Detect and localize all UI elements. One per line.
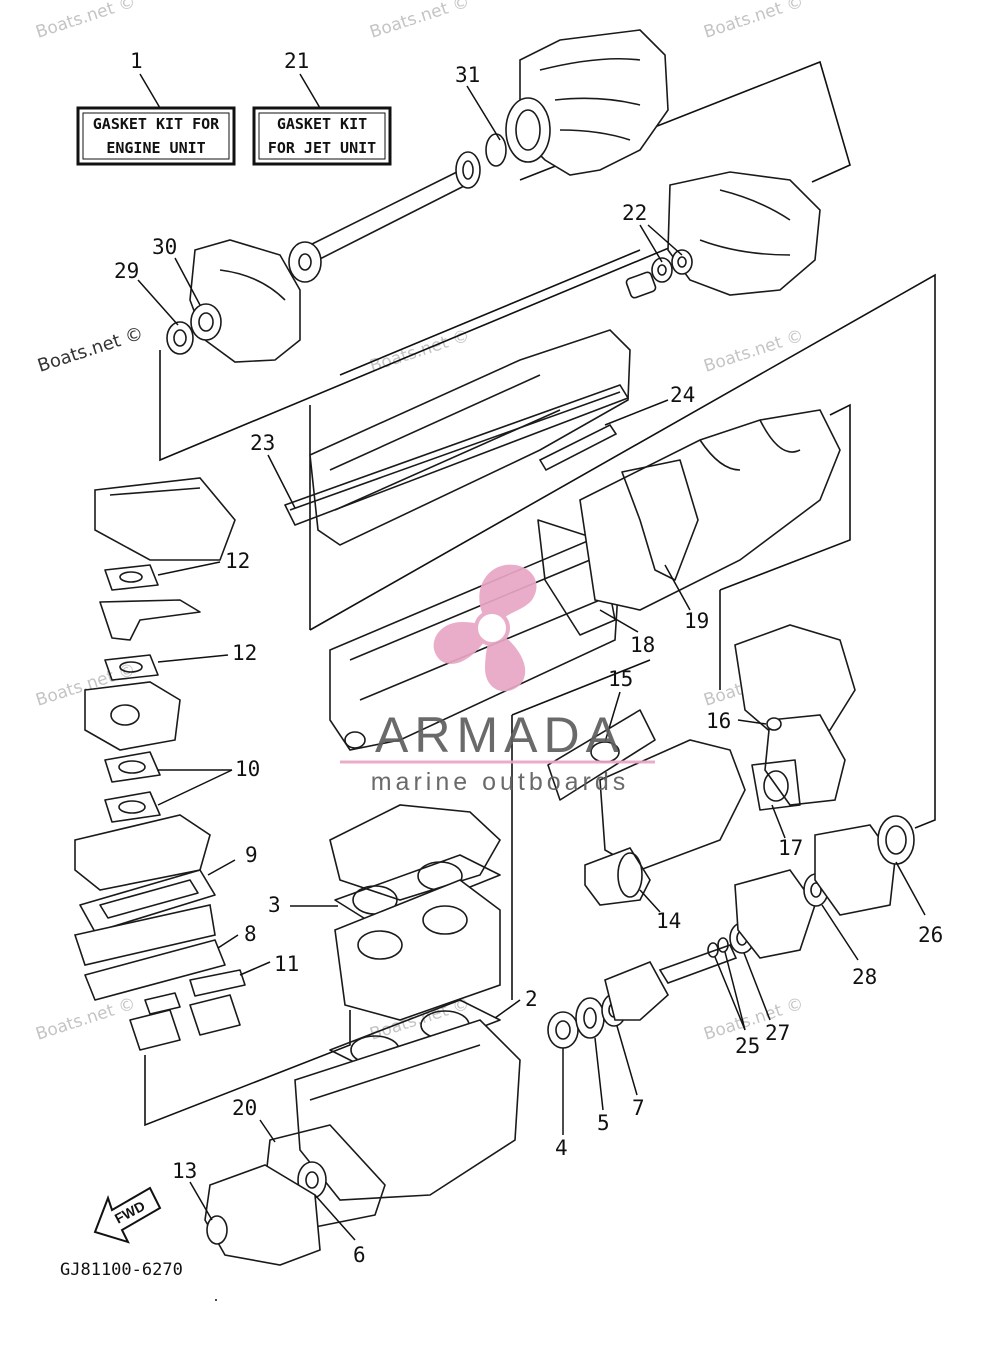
callout-number: 5 bbox=[597, 1111, 610, 1135]
o-rings-25 bbox=[707, 937, 729, 958]
fwd-arrow-icon: FWD bbox=[93, 1186, 162, 1244]
callout-number: 6 bbox=[353, 1243, 366, 1267]
callout-number: 12 bbox=[232, 641, 257, 665]
kit-box-line1: GASKET KIT bbox=[277, 115, 367, 133]
gasket-19 bbox=[621, 459, 699, 581]
propeller-icon bbox=[433, 564, 537, 692]
intake-flange bbox=[99, 599, 201, 641]
water-lock bbox=[734, 624, 856, 806]
callout-number: 27 bbox=[765, 1021, 790, 1045]
callout-number: 16 bbox=[706, 709, 731, 733]
gasket-17 bbox=[751, 759, 801, 811]
gasket-23 bbox=[284, 384, 629, 526]
crankcase bbox=[294, 1019, 521, 1201]
exhaust-pipe bbox=[579, 409, 841, 611]
gasket-11 bbox=[144, 969, 246, 1015]
armada-logo: ARMADA marine outboards bbox=[340, 564, 655, 796]
reed-valve-block bbox=[73, 904, 216, 966]
kit-box-line2: ENGINE UNIT bbox=[106, 139, 205, 157]
callout-number: 25 bbox=[735, 1034, 760, 1058]
callout-number: 13 bbox=[172, 1159, 197, 1183]
watermark-site: Boats.net © bbox=[701, 0, 806, 43]
callout-number: 30 bbox=[152, 235, 177, 259]
callout-number: 4 bbox=[555, 1136, 568, 1160]
watermark-site: Boats.net © bbox=[35, 323, 146, 377]
gasket-12-upper bbox=[104, 564, 159, 591]
callout-number: 28 bbox=[852, 965, 877, 989]
gasket-9 bbox=[79, 869, 216, 933]
bearing-22 bbox=[625, 249, 693, 299]
callout-number: 26 bbox=[918, 923, 943, 947]
watermark-site: Boats.net © bbox=[33, 0, 138, 43]
callout-number: 22 bbox=[622, 201, 647, 225]
coupler-housing bbox=[189, 239, 301, 363]
callout-number: 8 bbox=[244, 922, 257, 946]
callout-numbers: 31 22 30 29 23 24 12 12 10 9 8 11 3 2 4 … bbox=[114, 63, 943, 1267]
gasket-8 bbox=[84, 939, 226, 1001]
callout-number: 1 bbox=[130, 49, 143, 73]
kit-box-engine: 1 GASKET KIT FOR ENGINE UNIT bbox=[76, 49, 236, 166]
muffler bbox=[599, 739, 746, 871]
callout-number: 10 bbox=[235, 757, 260, 781]
gasket-24 bbox=[538, 423, 618, 472]
armada-brand: ARMADA bbox=[375, 707, 625, 763]
cylinder-head-cover bbox=[329, 804, 502, 901]
callout-number: 7 bbox=[632, 1096, 645, 1120]
air-silencer-cover bbox=[94, 477, 236, 561]
exhaust-joint bbox=[584, 847, 651, 906]
diagram-code: GJ81100-6270 bbox=[60, 1260, 183, 1280]
watermark-site: Boats.net © bbox=[33, 994, 138, 1045]
callout-number: 23 bbox=[250, 431, 275, 455]
callout-number: 11 bbox=[274, 952, 299, 976]
callout-number: 31 bbox=[455, 63, 480, 87]
gasket-10 bbox=[104, 751, 161, 823]
callout-number: 17 bbox=[778, 836, 803, 860]
callout-number: 19 bbox=[684, 609, 709, 633]
callout-number: 20 bbox=[232, 1096, 257, 1120]
bearing-housing bbox=[734, 869, 816, 959]
watermark-site: Boats.net © bbox=[701, 326, 806, 377]
callout-number: 2 bbox=[525, 987, 538, 1011]
kit-box-jet: 21 GASKET KIT FOR JET UNIT bbox=[252, 49, 392, 166]
impeller-housing bbox=[667, 171, 821, 296]
intake-manifold bbox=[74, 814, 211, 891]
watermark-site: Boats.net © bbox=[367, 0, 472, 43]
clamp-16 bbox=[766, 717, 782, 731]
gasket-13 bbox=[206, 1215, 228, 1245]
carburetor bbox=[84, 681, 181, 751]
seal-29-30 bbox=[166, 303, 222, 355]
seal-housing-26 bbox=[814, 815, 915, 916]
callout-number: 29 bbox=[114, 259, 139, 283]
callout-number: 12 bbox=[225, 549, 250, 573]
group-frames bbox=[144, 60, 936, 1127]
callout-number: 9 bbox=[245, 843, 258, 867]
exhaust-chamber bbox=[309, 329, 631, 546]
gasket-12-lower bbox=[104, 654, 159, 681]
reed-valves bbox=[129, 994, 241, 1051]
callout-number: 21 bbox=[284, 49, 309, 73]
callout-number: 18 bbox=[630, 633, 655, 657]
cylinder-block bbox=[334, 879, 501, 1021]
callout-number: 24 bbox=[670, 383, 695, 407]
kit-box-line1: GASKET KIT FOR bbox=[93, 115, 220, 133]
callout-number: 15 bbox=[608, 667, 633, 691]
kit-box-line2: FOR JET UNIT bbox=[268, 139, 376, 157]
callout-number: 14 bbox=[656, 909, 681, 933]
callout-number: 3 bbox=[268, 893, 281, 917]
callout-leaders bbox=[137, 85, 926, 1241]
jet-pump-housing bbox=[505, 29, 669, 176]
drive-shaft bbox=[288, 151, 481, 283]
armada-tagline: marine outboards bbox=[371, 768, 630, 796]
o-ring-31 bbox=[485, 133, 507, 167]
